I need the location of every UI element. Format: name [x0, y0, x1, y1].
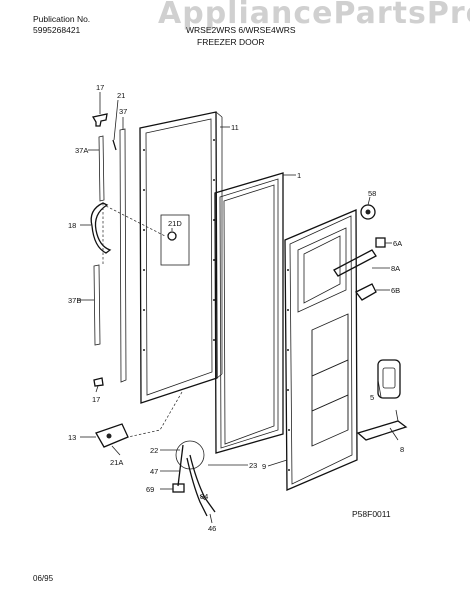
date-code: 06/95: [33, 574, 54, 583]
door-outer-panel: [139, 111, 223, 404]
label-8a: 8A: [391, 264, 400, 273]
label-8: 8: [400, 445, 404, 454]
label-46: 46: [208, 524, 216, 533]
label-13: 13: [68, 433, 76, 442]
label-37b: 37B: [68, 296, 81, 305]
label-69: 69: [146, 485, 154, 494]
label-6b: 6B: [391, 286, 400, 295]
label-47: 47: [150, 467, 158, 476]
label-11: 11: [231, 123, 239, 132]
door-gasket: [214, 172, 284, 454]
section-title: FREEZER DOOR: [197, 37, 265, 47]
label-37a: 37A: [75, 146, 88, 155]
wire-harness: [172, 440, 216, 517]
handle-assembly: [90, 113, 127, 387]
label-17-bottom: 17: [92, 395, 100, 404]
label-17-top: 17: [96, 83, 104, 92]
plug-21d: [167, 231, 177, 241]
label-9: 9: [262, 462, 266, 471]
publication-label: Publication No.: [33, 14, 91, 24]
label-5: 5: [370, 393, 374, 402]
part-labels: 17 21 37 37A 11 1 58 21D 18 6A 8A 6B 37B…: [68, 83, 404, 533]
door-liner: [284, 209, 358, 491]
leader-lines: [78, 92, 399, 524]
label-84: 84: [200, 492, 208, 501]
label-21: 21: [117, 91, 125, 100]
label-21a: 21A: [110, 458, 123, 467]
dispenser-parts: [333, 204, 408, 441]
label-23: 23: [249, 461, 257, 470]
label-18: 18: [68, 221, 76, 230]
publication-number: 5995268421: [33, 25, 81, 35]
watermark: AppliancePartsPros.com: [158, 0, 470, 31]
diagram-code: P58F0011: [352, 509, 391, 519]
label-22: 22: [150, 446, 158, 455]
label-6a: 6A: [393, 239, 402, 248]
model-text: WRSE2WRS 6/WRSE4WRS: [186, 25, 296, 35]
label-37: 37: [119, 107, 127, 116]
label-1: 1: [297, 171, 301, 180]
label-21d: 21D: [168, 219, 182, 228]
hinge-bracket: [95, 423, 129, 448]
label-58: 58: [368, 189, 376, 198]
